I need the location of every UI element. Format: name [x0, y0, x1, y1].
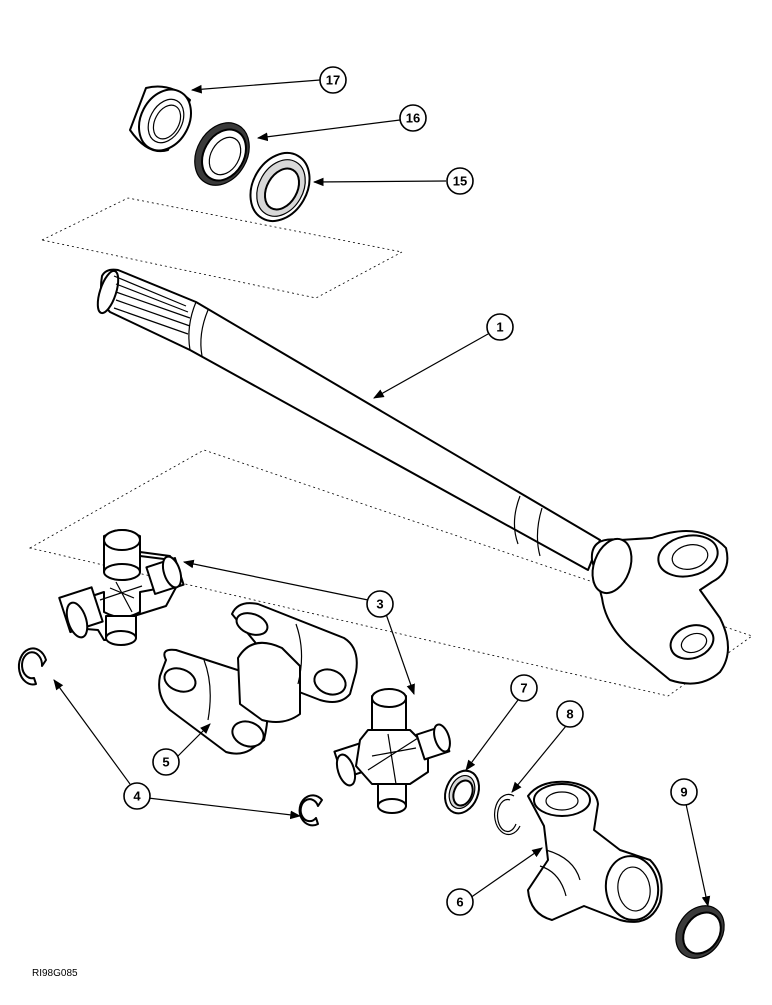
callout-9: 9 [670, 778, 698, 806]
leader-15 [312, 177, 447, 187]
callout-label-6: 6 [456, 895, 463, 910]
leader-4a [53, 679, 131, 785]
callout-6: 6 [446, 888, 474, 916]
part-4-snap-ring-right [298, 794, 323, 827]
part-17-bearing [129, 85, 192, 152]
part-4-snap-ring-left [17, 647, 47, 686]
callout-label-16: 16 [406, 111, 420, 126]
callout-label-3: 3 [376, 597, 383, 612]
callout-1: 1 [486, 313, 514, 341]
part-3-cross-right [333, 688, 451, 814]
callout-label-15: 15 [453, 174, 467, 189]
part-1-axle-shaft [96, 268, 729, 685]
drawing-reference-code: RI98G085 [32, 968, 78, 979]
leader-3a [182, 559, 369, 601]
leader-16 [256, 119, 401, 142]
callout-17: 17 [319, 66, 347, 94]
callout-label-1: 1 [496, 320, 503, 335]
leader-1 [373, 333, 489, 399]
callout-label-9: 9 [680, 785, 687, 800]
callout-15: 15 [446, 167, 474, 195]
callout-label-17: 17 [326, 73, 340, 88]
part-15-seal [249, 152, 311, 222]
part-3-cross-left [58, 529, 185, 646]
leader-3b [385, 613, 415, 696]
part-5-link-yoke [158, 602, 358, 755]
callout-label-7: 7 [520, 681, 527, 696]
leader-17 [190, 79, 321, 94]
leader-9 [685, 803, 711, 908]
assembly-outline-seals [40, 197, 404, 299]
callout-16: 16 [399, 104, 427, 132]
callout-label-5: 5 [162, 755, 169, 770]
callout-7: 7 [510, 674, 538, 702]
leader-8 [511, 725, 567, 793]
part-7-ring [444, 769, 480, 815]
callout-8: 8 [556, 700, 584, 728]
leader-6 [469, 847, 543, 899]
callout-4: 4 [123, 782, 151, 810]
callout-label-8: 8 [566, 707, 573, 722]
part-9-seal [675, 905, 725, 959]
part-6-slip-yoke [527, 780, 663, 923]
leader-4b [147, 797, 302, 820]
callout-3: 3 [366, 590, 394, 618]
part-8-snap-ring [493, 793, 521, 836]
callout-label-4: 4 [133, 789, 141, 804]
leader-7 [465, 699, 519, 771]
leader-5 [177, 723, 211, 757]
part-16-seal [194, 122, 250, 186]
callout-5: 5 [152, 748, 180, 776]
